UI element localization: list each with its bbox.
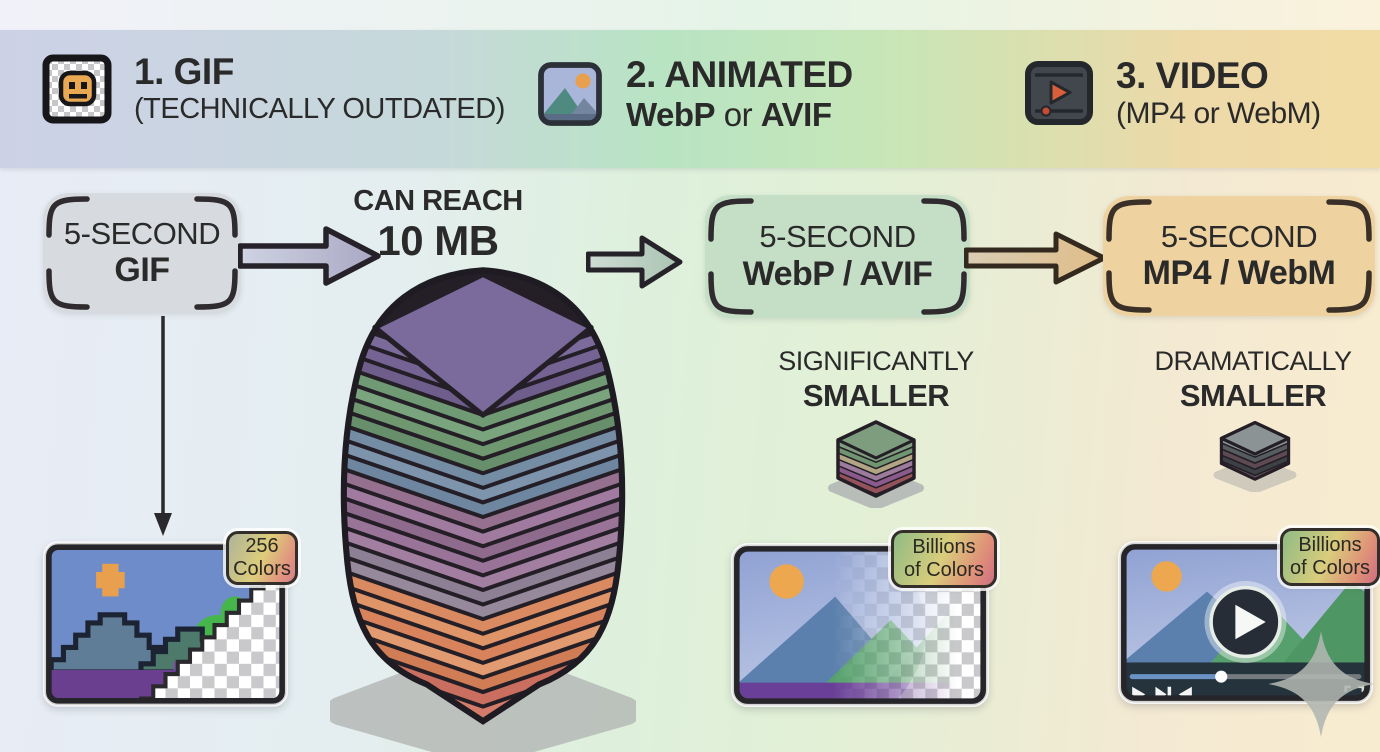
video-badge-line2: of Colors [1289,557,1371,579]
mp4-box-line1: 5-SECOND [1160,218,1318,254]
gif-box-line1: 5-SECOND [63,215,221,251]
video-badge-line1: Billions [1298,534,1362,556]
or-label: or [715,95,761,133]
sparkle-watermark [1268,631,1374,737]
gif-flow-box: 5-SECOND GIF [43,193,241,313]
header-item-gif: 1. GIF (TECHNICALLY OUTDATED) [40,52,505,126]
arrow-gif-to-preview [154,316,172,536]
gif-badge-line1: 256 [245,535,279,557]
header-band [0,30,1380,168]
header-animated-subtitle: WebP or AVIF [626,97,853,133]
webp-smaller-line2: SMALLER [802,377,950,413]
can-reach-label: CAN REACH 10 MB [340,185,536,264]
avif-label: AVIF [760,95,832,133]
header-video-subtitle: (MP4 or WebM) [1116,96,1321,130]
can-reach-line1: CAN REACH [353,185,523,217]
gif-box-line2: GIF [114,251,170,290]
video-player-preview [1118,541,1373,704]
header-gif-subtitle: (TECHNICALLY OUTDATED) [134,93,505,126]
video-smaller-note: DRAMATICALLY SMALLER [1123,346,1380,414]
mp4-box-line2: MP4 / WebM [1142,254,1336,293]
video-colors-badge: Billions of Colors [1280,528,1380,586]
file-size-stack [330,267,636,752]
video-tiny-stack [1213,420,1297,492]
webp-smaller-line1: SIGNIFICANTLY [778,346,974,376]
sun [769,564,804,599]
gif-colors-badge: 256 Colors [226,531,298,585]
transparency-checkerboard [138,561,283,702]
header-gif-title: 1. GIF [134,51,234,93]
video-smaller-line1: DRAMATICALLY [1154,346,1352,376]
gif-badge-line2: Colors [233,558,291,580]
webp-box-line2: WebP / AVIF [742,254,933,293]
image-icon [538,62,602,126]
webp-box-line1: 5-SECOND [759,219,916,255]
gif-pixel-smiley-icon [42,54,112,124]
webp-badge-line2: of Colors [903,559,985,581]
progress-knob[interactable] [1215,670,1228,683]
arrow-gif-to-size [238,226,381,286]
green-slope [1281,581,1368,665]
pixel-sun [96,563,125,597]
can-reach-line2: 10 MB [377,216,499,264]
mp4-flow-box: 5-SECOND MP4 / WebM [1103,196,1375,316]
arrow-webp-to-mp4 [964,231,1107,285]
video-icon [1025,61,1093,126]
webp-small-stack [828,420,924,508]
webp-flow-box: 5-SECOND WebP / AVIF [705,195,970,318]
header-item-animated: 2. ANIMATED WebP or AVIF [534,55,853,133]
gif-pixel-preview [43,541,288,707]
big-play-button[interactable] [1204,581,1287,663]
webp-colors-badge: Billions of Colors [891,530,997,588]
header-animated-title: 2. ANIMATED [626,54,853,95]
webp-label: WebP [626,95,716,133]
video-smaller-line2: SMALLER [1179,377,1327,413]
top-strip [0,0,1380,30]
stack-top-face [372,271,594,418]
header-video-title: 3. VIDEO [1116,55,1269,96]
sun [1151,561,1182,592]
arrow-size-to-webp [586,235,683,289]
header-item-video: 3. VIDEO (MP4 or WebM) [1022,56,1321,130]
webp-smaller-note: SIGNIFICANTLY SMALLER [746,346,1006,414]
webp-badge-line1: Billions [912,536,976,558]
